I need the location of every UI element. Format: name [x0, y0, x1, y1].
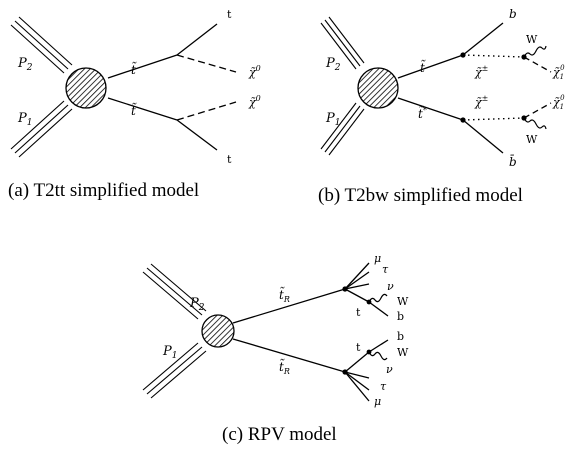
lower-b-label: b [397, 330, 404, 343]
lower-w-label: W [397, 346, 409, 359]
proton-beam-p2 [142, 263, 207, 320]
stop-label-lower: t̃R [279, 358, 290, 376]
stop-label-upper: t̃ [420, 59, 426, 75]
proton-label-p2: P2 [189, 296, 205, 313]
lower-top-label: t [356, 341, 361, 354]
neutralino-lines [176, 54, 237, 121]
neutralino-label-upper: χ̃0 [248, 64, 261, 79]
lower-decay-lines [344, 339, 389, 402]
lower-tau-label: τ [380, 380, 387, 393]
diagram-c: P2 P1 t̃R t̃R μ τ ν W b t b W ν τ μ t [142, 252, 409, 408]
proton-beam-p1 [320, 102, 365, 156]
chargino-lines [462, 54, 525, 121]
upper-nu-label: ν [387, 280, 394, 293]
stop-label-upper: t̃ [131, 61, 137, 77]
stop-propagators [232, 288, 346, 373]
stop-label-lower: t̃* [418, 105, 427, 121]
diagram-b: P2 P1 t̃ t̃* b b̄ χ̃± χ̃± W W χ̃10 χ̃10 [320, 7, 565, 169]
chargino-label-lower: χ̃± [474, 94, 488, 109]
proton-beam-p2 [10, 16, 73, 74]
proton-label-p2: P2 [325, 56, 341, 73]
diagram-a: P2 P1 t̃ t̃ t t χ̃0 χ̃0 [10, 8, 261, 166]
upper-w-label: W [397, 295, 409, 308]
top-label-lower: t [227, 153, 232, 166]
caption-b: (b) T2bw simplified model [318, 185, 523, 206]
stop-propagators [397, 54, 464, 121]
top-label-upper: t [227, 8, 232, 21]
b-label-lower: b̄ [509, 153, 517, 169]
neutralino-lines [523, 56, 552, 119]
upper-mu-label: μ [374, 252, 381, 265]
neutralino-label-lower: χ̃0 [248, 94, 261, 109]
proton-beam-p1 [142, 342, 207, 399]
upper-top-label: t [356, 306, 361, 319]
upper-tau-label: τ [382, 263, 389, 276]
b-quark-lines [462, 22, 504, 154]
stop-label-upper: t̃R [279, 286, 290, 304]
proton-label-p1: P1 [162, 344, 177, 361]
caption-c: (c) RPV model [222, 424, 337, 445]
proton-label-p2: P2 [17, 56, 33, 73]
vertices [460, 52, 527, 123]
neutralino-label-upper: χ̃10 [552, 64, 565, 81]
w-boson-wavy-lines [523, 45, 547, 130]
w-boson-wavy-lines [368, 293, 388, 361]
upper-decay-lines [344, 262, 389, 317]
lower-nu-label: ν [386, 363, 393, 376]
stop-label-lower: t̃ [131, 102, 137, 118]
proton-beam-p1 [10, 100, 73, 158]
w-label-lower: W [526, 133, 538, 146]
lower-mu-label: μ [374, 395, 381, 408]
b-label-upper: b [509, 7, 517, 21]
upper-b-label: b [397, 310, 404, 323]
hard-scatter-blob [201, 314, 235, 348]
proton-label-p1: P1 [17, 111, 32, 128]
caption-a: (a) T2tt simplified model [8, 180, 199, 201]
hard-scatter-blob [357, 67, 399, 109]
hard-scatter-blob [65, 67, 107, 109]
w-label-upper: W [526, 33, 538, 46]
vertices [342, 286, 372, 375]
proton-beam-p2 [320, 16, 365, 70]
top-quark-lines [176, 23, 218, 151]
neutralino-label-lower: χ̃10 [552, 94, 565, 111]
proton-label-p1: P1 [325, 111, 340, 128]
stop-propagators [107, 54, 178, 121]
chargino-label-upper: χ̃± [474, 64, 488, 79]
